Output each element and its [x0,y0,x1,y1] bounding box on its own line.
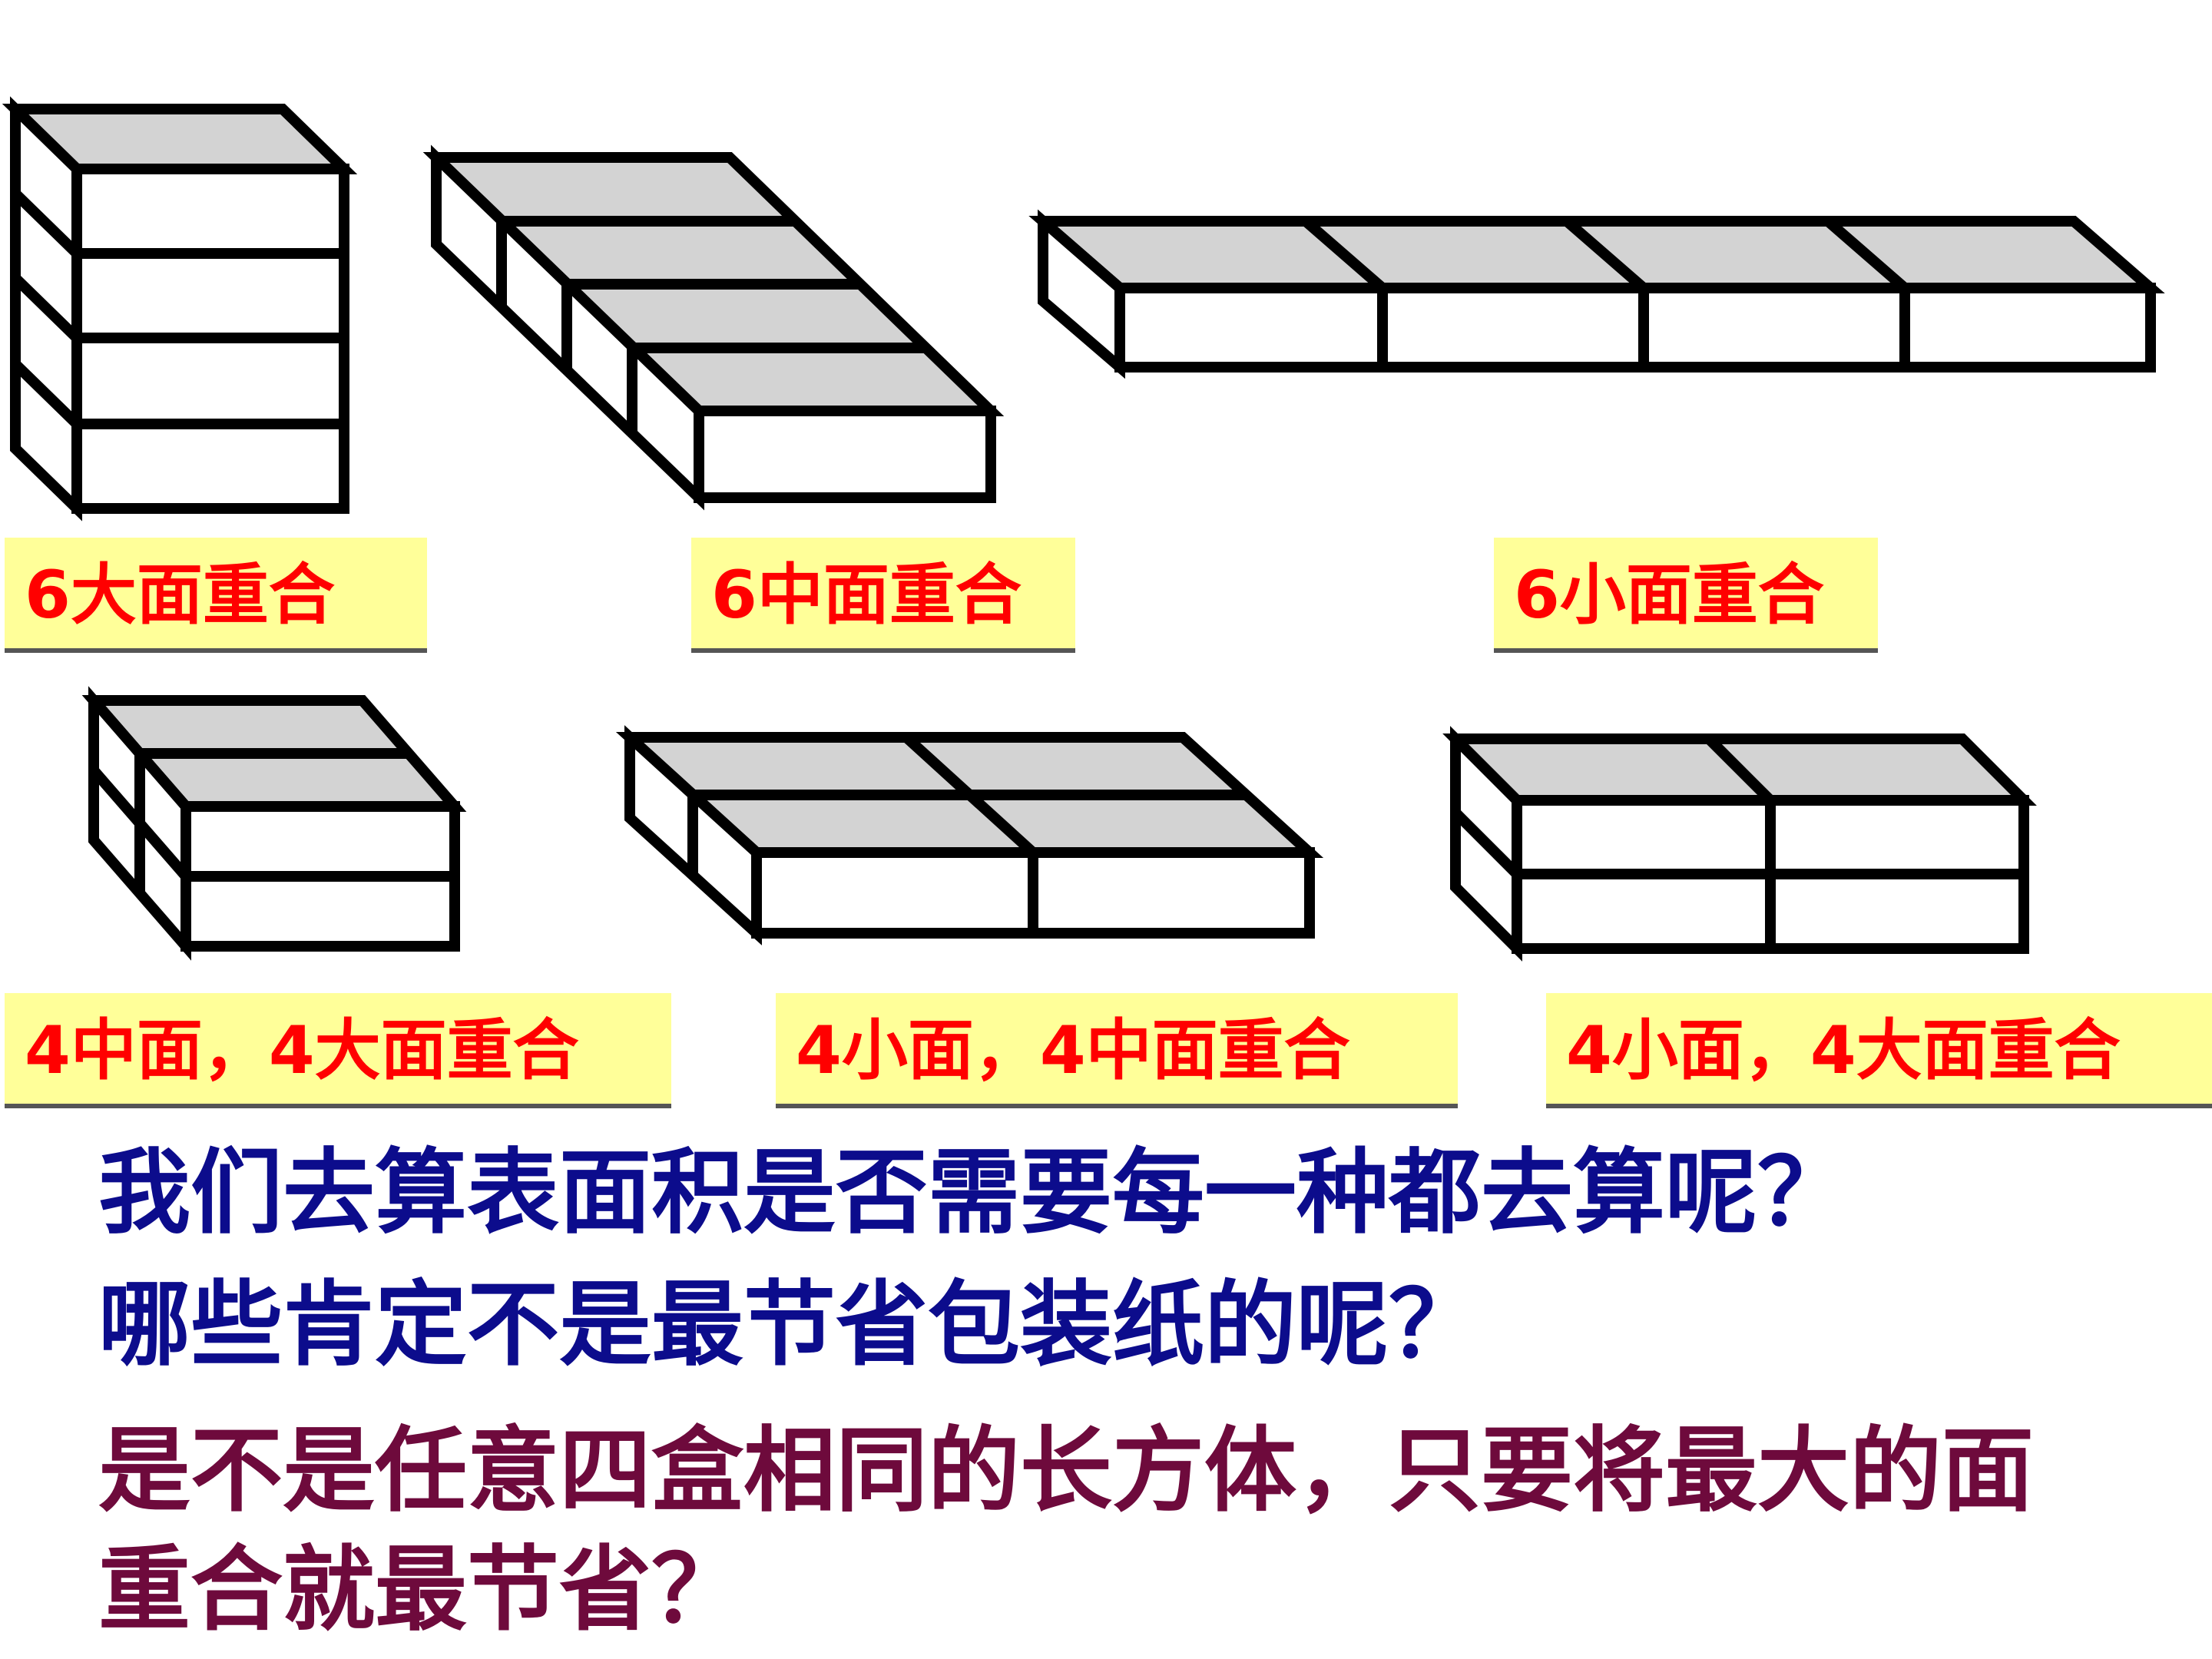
label-6-large-faces: 6大面重合 [5,538,427,653]
arrangement-row-depth [422,144,1005,511]
arrangement-2x2-flat [615,725,1324,945]
question-3-line-2: 重合就最节省？ [98,1535,743,1644]
question-1: 我们去算表面积是否需要每一种都去算呢？ [98,1138,1849,1247]
arrangement-row-long [1028,209,2165,379]
question-3-line-1: 是不是任意四盒相同的长方体，只要将最大的面 [98,1416,2034,1525]
arrangement-2x2-compact [81,686,467,961]
label-6-small-faces: 6小面重合 [1494,538,1878,653]
label-4-medium-4-large: 4中面，4大面重合 [5,993,671,1108]
question-2: 哪些肯定不是最节省包装纸的呢？ [98,1270,1481,1379]
arrangement-stack-vertical [2,96,358,522]
arrangement-2x2-upright [1442,726,2037,962]
label-6-medium-faces: 6中面重合 [691,538,1075,653]
label-4-small-4-large: 4小面，4大面重合 [1546,993,2212,1108]
label-4-small-4-medium: 4小面，4中面重合 [776,993,1458,1108]
